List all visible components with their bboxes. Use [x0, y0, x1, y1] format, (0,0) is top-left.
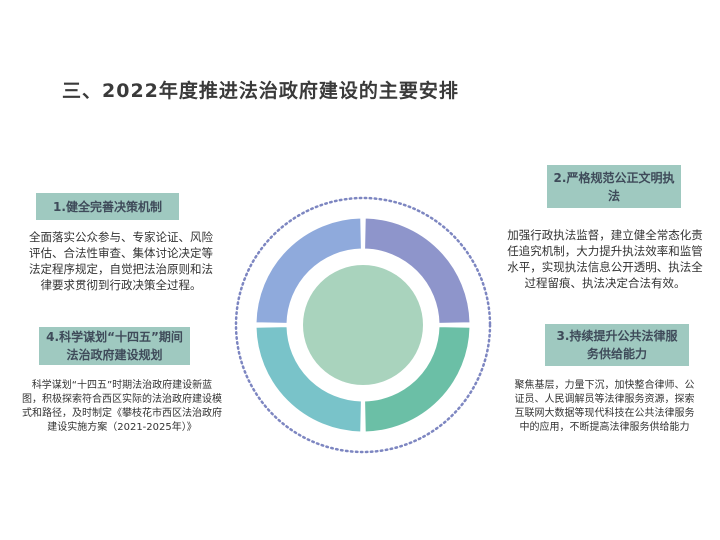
- item-2-label: 2.严格规范公正文明执法: [547, 165, 681, 208]
- item-2-text: 加强行政执法监督，建立健全常态化责任追究机制，大力提升执法效率和监管水平，实现执…: [507, 228, 703, 290]
- item-4-label: 4.科学谋划“十四五”期间法治政府建设规划: [39, 327, 190, 365]
- page-title: 三、2022年度推进法治政府建设的主要安排: [62, 80, 459, 102]
- center-circle: [303, 265, 423, 385]
- item-1-label: 1.健全完善决策机制: [36, 193, 179, 220]
- dotted-outer-ring: [234, 196, 492, 454]
- item-4-text: 科学谋划“十四五”时期法治政府建设新蓝图，积极探索符合西区实际的法治政府建设模式…: [22, 380, 222, 433]
- segment-bottom-left: [255, 326, 362, 433]
- segment-bottom-right: [364, 326, 471, 433]
- item-1-text: 全面落实公众参与、专家论证、风险评估、合法性审查、集体讨论决定等法定程序规定，自…: [29, 230, 213, 292]
- item-3-text: 聚焦基层，力量下沉，加快整合律师、公证员、人民调解员等法律服务资源，探索互联网大…: [514, 380, 695, 433]
- segment-top-right: [364, 217, 471, 324]
- segment-top-left: [255, 217, 362, 324]
- item-3-label: 3.持续提升公共法律服务供给能力: [545, 324, 689, 366]
